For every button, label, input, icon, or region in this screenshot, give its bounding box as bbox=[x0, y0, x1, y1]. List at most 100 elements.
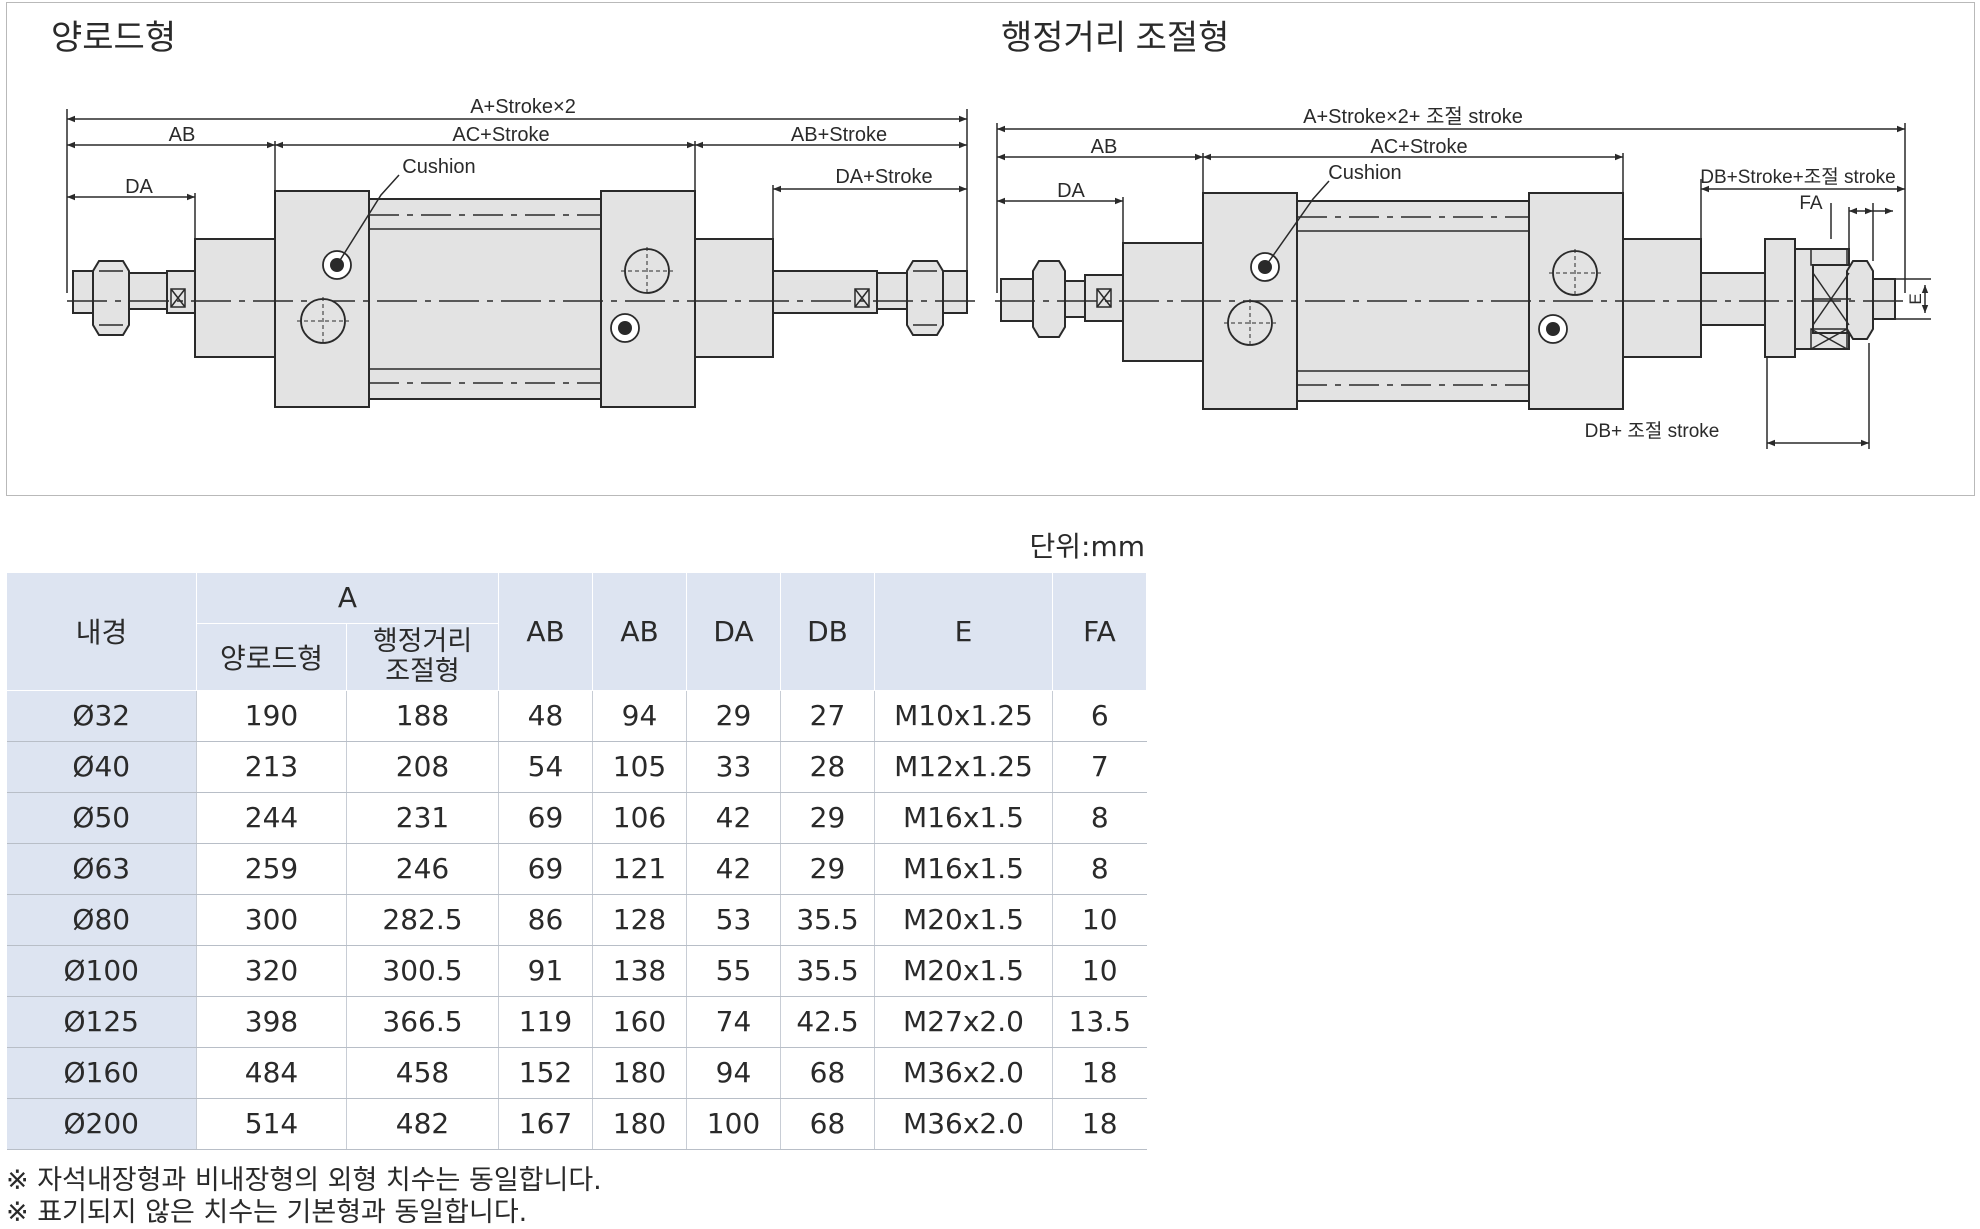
left-title: 양로드형 bbox=[51, 19, 176, 57]
cell-bore: Ø125 bbox=[6, 995, 197, 1048]
cell-a-double-rod: 259 bbox=[196, 842, 347, 895]
dim-ab-stroke: AB+Stroke bbox=[791, 124, 887, 146]
cell-bore: Ø160 bbox=[6, 1046, 197, 1099]
dim-da-stroke: DA+Stroke bbox=[835, 166, 932, 188]
cell-a-double-rod: 484 bbox=[196, 1046, 347, 1099]
cell-bore: Ø200 bbox=[6, 1097, 197, 1150]
header-a-stroke-adjust: 행정거리 조절형 bbox=[346, 622, 499, 691]
adj-dim-e: E bbox=[1906, 293, 1925, 304]
adj-dim-ac-stroke: AC+Stroke bbox=[1370, 136, 1467, 158]
cell-bore: Ø40 bbox=[6, 740, 197, 793]
cell-da: 29 bbox=[686, 689, 781, 742]
adj-stopper-body bbox=[1764, 238, 1796, 358]
adj-cushion-label: Cushion bbox=[1328, 162, 1401, 184]
right-hex-nut bbox=[906, 260, 944, 336]
cell-ab-2: 128 bbox=[592, 893, 687, 946]
unit-label: 단위:mm bbox=[1029, 530, 1145, 563]
cell-a-stroke-adjust: 231 bbox=[346, 791, 499, 844]
cell-bore: Ø50 bbox=[6, 791, 197, 844]
cell-da: 42 bbox=[686, 842, 781, 895]
cell-ab-2: 121 bbox=[592, 842, 687, 895]
adj-rod bbox=[1700, 272, 1766, 326]
right-rod bbox=[772, 270, 878, 314]
cell-db: 29 bbox=[780, 842, 875, 895]
right-rod-thread bbox=[876, 272, 910, 310]
dim-a-stroke-2: A+Stroke×2 bbox=[470, 96, 576, 118]
cell-ab-1: 152 bbox=[498, 1046, 593, 1099]
cell-a-stroke-adjust: 458 bbox=[346, 1046, 499, 1099]
header-db: DB bbox=[780, 573, 875, 691]
adj-dim-da: DA bbox=[1057, 180, 1085, 202]
cell-fa: 18 bbox=[1052, 1097, 1147, 1150]
cell-a-double-rod: 514 bbox=[196, 1097, 347, 1150]
cell-db: 42.5 bbox=[780, 995, 875, 1048]
adj-left-hex-nut bbox=[1032, 260, 1066, 338]
left-bushing bbox=[194, 238, 276, 358]
dim-ac-stroke: AC+Stroke bbox=[452, 124, 549, 146]
adj-left-bushing bbox=[1122, 242, 1204, 362]
cell-e: M36x2.0 bbox=[874, 1046, 1053, 1099]
header-e: E bbox=[874, 573, 1053, 691]
cell-ab-1: 167 bbox=[498, 1097, 593, 1150]
header-a-double-rod: 양로드형 bbox=[196, 622, 347, 691]
cell-fa: 10 bbox=[1052, 944, 1147, 997]
cell-a-double-rod: 300 bbox=[196, 893, 347, 946]
cell-fa: 8 bbox=[1052, 791, 1147, 844]
cushion-label: Cushion bbox=[402, 156, 475, 178]
header-ab-2: AB bbox=[592, 573, 687, 691]
cell-a-stroke-adjust: 246 bbox=[346, 842, 499, 895]
cylinder-drawings: 양로드형 행정거리 조절형 bbox=[51, 19, 1931, 449]
header-da: DA bbox=[686, 573, 781, 691]
cell-a-stroke-adjust: 366.5 bbox=[346, 995, 499, 1048]
cell-db: 27 bbox=[780, 689, 875, 742]
header-fa: FA bbox=[1052, 573, 1147, 691]
cell-a-stroke-adjust: 282.5 bbox=[346, 893, 499, 946]
cell-ab-1: 86 bbox=[498, 893, 593, 946]
cell-ab-2: 94 bbox=[592, 689, 687, 742]
adj-thread-end bbox=[1872, 278, 1896, 320]
cell-bore: Ø63 bbox=[6, 842, 197, 895]
cell-ab-2: 180 bbox=[592, 1097, 687, 1150]
cell-db: 28 bbox=[780, 740, 875, 793]
cell-a-double-rod: 244 bbox=[196, 791, 347, 844]
adj-end-hex-nut bbox=[1846, 260, 1874, 340]
cell-ab-1: 91 bbox=[498, 944, 593, 997]
cell-ab-2: 160 bbox=[592, 995, 687, 1048]
cell-da: 100 bbox=[686, 1097, 781, 1150]
dim-da: DA bbox=[125, 176, 153, 198]
left-hex-nut bbox=[92, 260, 130, 336]
cell-bore: Ø32 bbox=[6, 689, 197, 742]
cell-ab-2: 180 bbox=[592, 1046, 687, 1099]
cell-ab-1: 69 bbox=[498, 842, 593, 895]
cell-da: 33 bbox=[686, 740, 781, 793]
header-a: A bbox=[196, 573, 499, 624]
adj-dim-fa: FA bbox=[1799, 193, 1823, 214]
adj-right-bushing bbox=[1622, 238, 1702, 358]
cell-bore: Ø100 bbox=[6, 944, 197, 997]
cell-fa: 6 bbox=[1052, 689, 1147, 742]
double-rod-cylinder bbox=[72, 190, 968, 408]
cell-fa: 13.5 bbox=[1052, 995, 1147, 1048]
cell-e: M12x1.25 bbox=[874, 740, 1053, 793]
right-end-cover bbox=[600, 190, 696, 408]
adj-dim-db-stroke: DB+Stroke+조절 stroke bbox=[1700, 166, 1895, 188]
cell-da: 74 bbox=[686, 995, 781, 1048]
cell-ab-1: 119 bbox=[498, 995, 593, 1048]
cell-db: 29 bbox=[780, 791, 875, 844]
note-1: ※ 자석내장형과 비내장형의 외형 치수는 동일합니다. bbox=[6, 1165, 602, 1196]
cell-e: M20x1.5 bbox=[874, 944, 1053, 997]
cell-ab-1: 54 bbox=[498, 740, 593, 793]
cell-da: 42 bbox=[686, 791, 781, 844]
cell-db: 35.5 bbox=[780, 893, 875, 946]
cell-db: 35.5 bbox=[780, 944, 875, 997]
cell-e: M36x2.0 bbox=[874, 1097, 1053, 1150]
